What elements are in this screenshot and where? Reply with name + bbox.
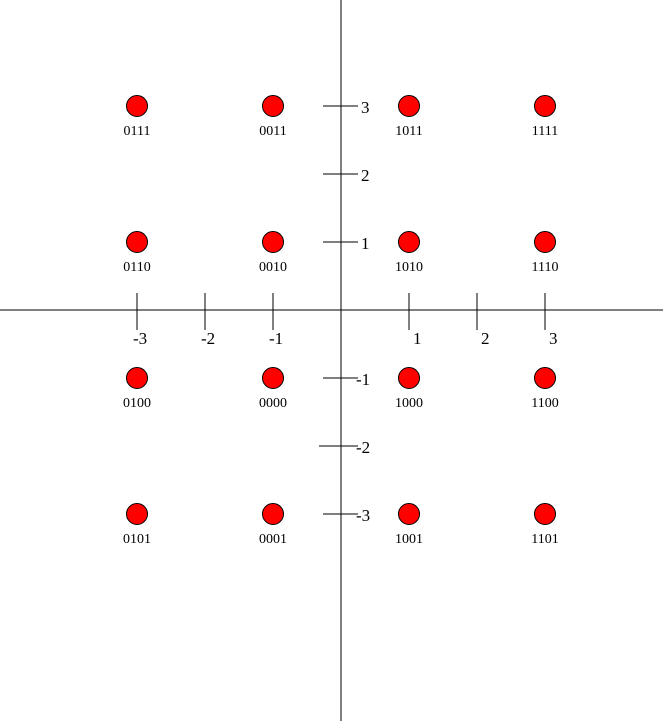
point-marker <box>534 231 556 253</box>
point-marker <box>126 231 148 253</box>
point-label: 0110 <box>123 260 150 275</box>
constellation-point: 0101 <box>123 503 151 547</box>
y-tick-label: 1 <box>361 234 370 253</box>
point-marker <box>398 367 420 389</box>
point-marker <box>398 95 420 117</box>
point-label: 0100 <box>123 396 151 411</box>
point-label: 0011 <box>259 124 286 139</box>
constellation-point: 0110 <box>123 231 151 275</box>
constellation-point: 1111 <box>532 95 558 139</box>
point-label: 0010 <box>259 260 287 275</box>
constellation-point: 0001 <box>259 503 287 547</box>
constellation-point: 0100 <box>123 367 151 411</box>
y-tick-label: -3 <box>356 506 370 525</box>
constellation-point: 1001 <box>395 503 423 547</box>
x-tick-label: 3 <box>549 329 558 348</box>
point-marker <box>262 503 284 525</box>
x-tick-label: -2 <box>201 329 215 348</box>
y-tick-label: -2 <box>356 438 370 457</box>
point-marker <box>398 503 420 525</box>
constellation-point: 0011 <box>259 95 287 139</box>
point-label: 0101 <box>123 532 151 547</box>
ticks: -3 -2 -1 1 2 3 3 2 1 -1 -2 -3 <box>133 98 558 525</box>
point-marker <box>398 231 420 253</box>
constellation-point: 1000 <box>395 367 423 411</box>
point-marker <box>534 95 556 117</box>
y-tick-label: 2 <box>361 166 370 185</box>
point-marker <box>534 367 556 389</box>
constellation-point: 1110 <box>532 231 559 275</box>
point-marker <box>126 95 148 117</box>
point-label: 1100 <box>531 396 558 411</box>
y-tick-label: 3 <box>361 98 370 117</box>
constellation-point: 0111 <box>124 95 151 139</box>
x-tick-label: 1 <box>413 329 422 348</box>
point-marker <box>126 503 148 525</box>
point-marker <box>262 231 284 253</box>
point-label: 1111 <box>532 124 558 139</box>
point-label: 1011 <box>395 124 422 139</box>
point-label: 1010 <box>395 260 423 275</box>
x-tick-label: -3 <box>133 329 147 348</box>
point-marker <box>262 95 284 117</box>
y-tick-label: -1 <box>356 370 370 389</box>
point-marker <box>534 503 556 525</box>
x-tick-label: -1 <box>269 329 283 348</box>
x-tick-label: 2 <box>481 329 490 348</box>
point-label: 1001 <box>395 532 423 547</box>
point-label: 0111 <box>124 124 151 139</box>
constellation-point: 1100 <box>531 367 559 411</box>
constellation-point: 1010 <box>395 231 423 275</box>
constellation-point: 0010 <box>259 231 287 275</box>
constellation-point: 1101 <box>531 503 559 547</box>
point-label: 0001 <box>259 532 287 547</box>
point-label: 0000 <box>259 396 287 411</box>
constellation-point: 0000 <box>259 367 287 411</box>
point-label: 1110 <box>532 260 559 275</box>
point-marker <box>126 367 148 389</box>
point-label: 1000 <box>395 396 423 411</box>
constellation-point: 1011 <box>395 95 423 139</box>
point-marker <box>262 367 284 389</box>
point-label: 1101 <box>531 532 558 547</box>
